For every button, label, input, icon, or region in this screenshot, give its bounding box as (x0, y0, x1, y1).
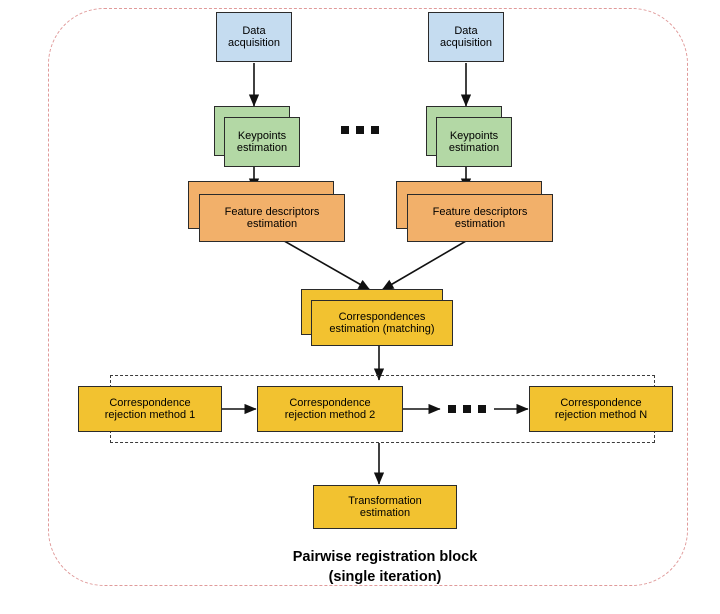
ellipsis-dot (463, 405, 471, 413)
caption-line-2: (single iteration) (328, 568, 442, 585)
node-label: Correspondences estimation (matching) (329, 310, 435, 335)
node-label: Transformation estimation (348, 494, 422, 519)
node-label: Correspondence rejection method 1 (104, 396, 196, 421)
node-label: Correspondence rejection method N (554, 396, 648, 421)
node-correspondence-rejection-method-n[interactable]: Correspondence rejection method N (529, 386, 673, 432)
node-data-acquisition-left[interactable]: Data acquisition (216, 12, 292, 62)
node-label: Feature descriptors estimation (224, 205, 320, 230)
node-correspondences-estimation[interactable]: Correspondences estimation (matching) (311, 300, 453, 346)
caption-line-1: Pairwise registration block (292, 549, 478, 565)
diagram-caption: Pairwise registration block (single iter… (160, 548, 610, 587)
ellipsis-between-pipelines (341, 126, 379, 134)
node-label: Keypoints estimation (236, 129, 288, 154)
node-keypoints-estimation-right[interactable]: Keypoints estimation (436, 117, 512, 167)
ellipsis-dot (356, 126, 364, 134)
node-label: Keypoints estimation (448, 129, 500, 154)
arrow-fd-right-to-correspondences (381, 233, 479, 291)
node-transformation-estimation[interactable]: Transformation estimation (313, 485, 457, 529)
node-data-acquisition-right[interactable]: Data acquisition (428, 12, 504, 62)
ellipsis-between-rejection-methods (448, 405, 486, 413)
node-feature-descriptors-estimation-right[interactable]: Feature descriptors estimation (407, 194, 553, 242)
node-label: Feature descriptors estimation (432, 205, 528, 230)
node-label: Data acquisition (440, 24, 492, 49)
node-keypoints-estimation-left[interactable]: Keypoints estimation (224, 117, 300, 167)
node-label: Data acquisition (228, 24, 280, 49)
ellipsis-dot (448, 405, 456, 413)
ellipsis-dot (371, 126, 379, 134)
node-label: Correspondence rejection method 2 (284, 396, 376, 421)
node-feature-descriptors-estimation-left[interactable]: Feature descriptors estimation (199, 194, 345, 242)
outer-dashed-container (48, 8, 688, 586)
ellipsis-dot (478, 405, 486, 413)
node-correspondence-rejection-method-1[interactable]: Correspondence rejection method 1 (78, 386, 222, 432)
node-correspondence-rejection-method-2[interactable]: Correspondence rejection method 2 (257, 386, 403, 432)
ellipsis-dot (341, 126, 349, 134)
arrow-fd-left-to-correspondences (271, 233, 371, 291)
